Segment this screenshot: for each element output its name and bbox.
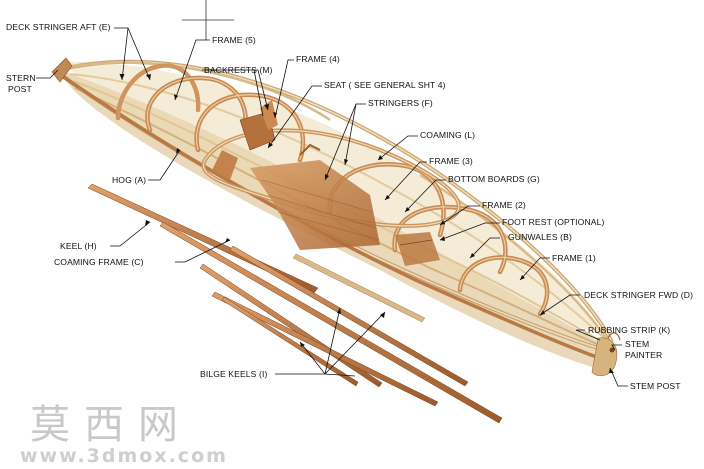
label-frame-3: FRAME (3) [429,156,473,166]
part-labels: DECK STRINGER AFT (E) STERN POST FRAME (… [6,22,693,391]
label-rubbing-strip: RUBBING STRIP (K) [588,325,670,335]
watermark-cn: 莫西网 [30,402,192,448]
label-stern-post-2: POST [8,84,32,94]
label-bottom-boards: BOTTOM BOARDS (G) [448,174,540,184]
label-foot-rest: FOOT REST (OPTIONAL) [502,217,604,227]
label-frame-1: FRAME (1) [552,253,596,263]
watermark: 莫西网 www.3dmox.com [20,402,228,467]
label-frame-5: FRAME (5) [212,35,256,45]
label-deck-stringer-aft: DECK STRINGER AFT (E) [6,22,111,32]
label-keel: KEEL (H) [60,241,97,251]
label-bilge-keels: BILGE KEELS (I) [200,369,267,379]
label-stem-painter-2: PAINTER [625,350,662,360]
label-coaming-frame: COAMING FRAME (C) [54,257,144,267]
label-coaming: COAMING (L) [420,130,475,140]
loose-parts [87,183,503,424]
label-seat: SEAT ( SEE GENERAL SHT 4) [324,80,446,90]
label-frame-4: FRAME (4) [296,54,340,64]
label-deck-stringer-fwd: DECK STRINGER FWD (D) [584,290,693,300]
label-stringers: STRINGERS (F) [368,98,433,108]
leader-lines [36,27,628,387]
label-stem-painter-1: STEM [625,339,649,349]
label-frame-2: FRAME (2) [482,200,526,210]
label-backrests: BACKRESTS (M) [204,65,273,75]
label-hog: HOG (A) [112,175,146,185]
crosshair-mark [182,0,234,40]
label-stem-post: STEM POST [630,381,681,391]
watermark-url: www.3dmox.com [20,445,228,467]
label-gunwales: GUNWALES (B) [508,232,572,242]
label-stern-post-1: STERN [6,73,36,83]
